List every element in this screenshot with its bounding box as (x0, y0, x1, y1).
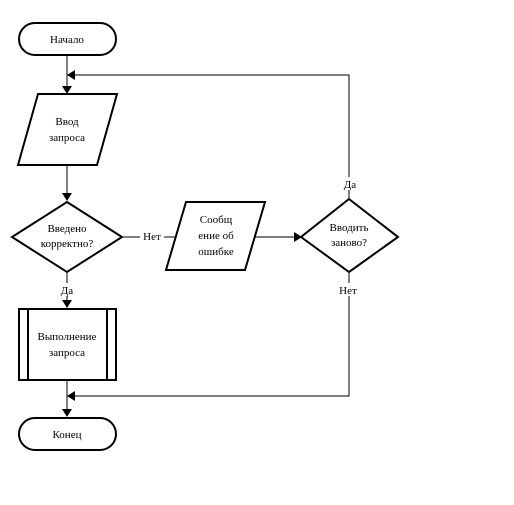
check-no-label-bg (140, 229, 164, 243)
start-terminator: Начало (18, 22, 117, 56)
branch-labels: Нет Да Да Нет (57, 177, 362, 297)
arrowhead-retry (294, 232, 302, 242)
arrowhead-check (62, 193, 72, 201)
process-block: Выполнение запроса (18, 308, 117, 381)
retry-label-line2: заново? (331, 237, 367, 249)
connector-retry-exit (75, 272, 350, 397)
check-yes-label: Да (61, 285, 74, 297)
error-block: Сообщ ение об ошибке (164, 201, 267, 271)
check-yes-label-bg (57, 283, 77, 296)
check-label-line2: корректно? (41, 238, 94, 250)
start-label: Начало (50, 34, 84, 46)
retry-yes-label-bg (339, 177, 359, 190)
arrowhead-exit (67, 391, 75, 401)
input-label-line1: Ввод (55, 116, 79, 128)
error-label-line2: ение об (198, 230, 234, 242)
process-label-line1: Выполнение (38, 331, 97, 343)
check-no-label: Нет (143, 231, 161, 243)
arrowhead-process (62, 300, 72, 308)
arrowhead-end (62, 409, 72, 417)
input-label-line2: запроса (49, 132, 85, 144)
error-label-line1: Сообщ (200, 214, 233, 226)
input-block: Ввод запроса (16, 93, 119, 166)
process-label-line2: запроса (49, 347, 85, 359)
retry-no-label: Нет (339, 285, 357, 297)
end-terminator: Конец (18, 417, 117, 451)
arrowhead-input (62, 86, 72, 94)
retry-label-line1: Вводить (330, 222, 369, 234)
end-label: Конец (53, 429, 82, 441)
error-label-line3: ошибке (198, 246, 234, 258)
retry-yes-label: Да (344, 179, 357, 191)
retry-no-label-bg (336, 283, 362, 296)
check-label-line1: Введено (47, 223, 87, 235)
arrowhead-loop (67, 70, 75, 80)
check-decision: Введено корректно? (10, 200, 124, 274)
retry-decision: Вводить заново? (299, 197, 400, 274)
connector-retry-loop (75, 74, 350, 199)
